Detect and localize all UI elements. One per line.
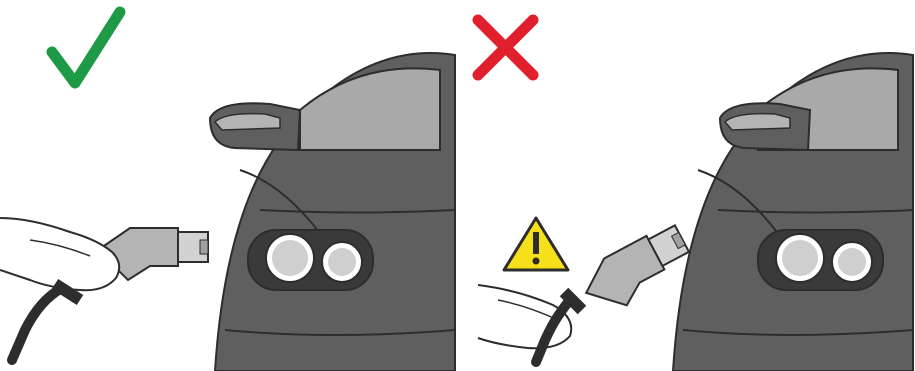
charging-cable	[12, 288, 62, 360]
warning-icon	[504, 218, 568, 270]
car-front	[673, 53, 913, 371]
hand	[0, 218, 119, 290]
cross-icon	[478, 20, 533, 75]
incorrect-method-panel	[458, 0, 915, 371]
car-front	[210, 53, 455, 371]
charging-port	[758, 230, 883, 290]
check-icon	[52, 12, 120, 83]
correct-illustration	[0, 0, 457, 371]
incorrect-illustration	[458, 0, 915, 371]
charging-port	[248, 230, 373, 290]
correct-method-panel	[0, 0, 457, 371]
